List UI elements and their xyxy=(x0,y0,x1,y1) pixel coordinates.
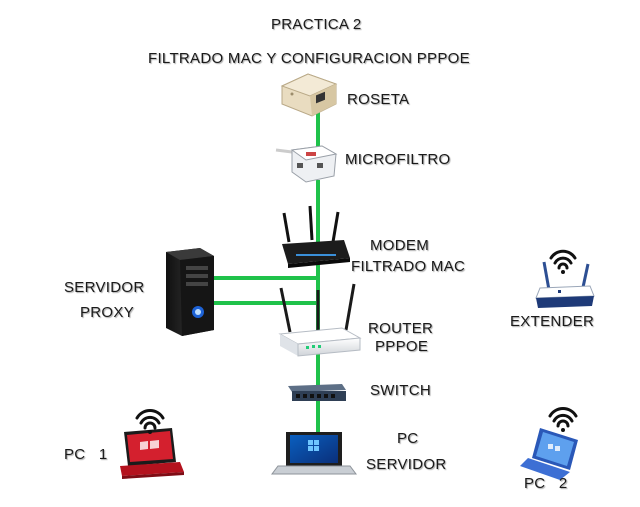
label-switch: SWITCH xyxy=(370,382,431,399)
label-extender: EXTENDER xyxy=(510,313,595,330)
wifi-dots xyxy=(148,270,565,434)
label-servidor: SERVIDOR xyxy=(64,279,145,296)
label-router: ROUTER xyxy=(368,320,434,337)
router-icon xyxy=(278,283,362,357)
label-pc1: PC 1 xyxy=(64,446,108,463)
title-line1: PRACTICA 2 xyxy=(271,16,362,33)
label-pc-servidor-pc: PC xyxy=(397,430,419,447)
switch-icon xyxy=(288,384,346,401)
label-microfiltro: MICROFILTRO xyxy=(345,151,451,168)
title-line2: FILTRADO MAC Y CONFIGURACION PPPOE xyxy=(148,50,470,67)
label-roseta: ROSETA xyxy=(347,91,410,108)
label-pc-servidor: SERVIDOR xyxy=(366,456,447,473)
wifi-extender-icon xyxy=(535,261,595,308)
laptop-icon xyxy=(271,432,357,475)
server-tower-icon xyxy=(166,248,214,336)
modem-icon xyxy=(282,205,350,268)
label-modem: MODEM xyxy=(370,237,429,254)
label-pppoe: PPPOE xyxy=(375,338,429,355)
label-filtrado-mac: FILTRADO MAC xyxy=(351,258,466,275)
wall-socket-icon xyxy=(280,73,338,117)
pc1-laptop-icon xyxy=(120,428,184,479)
wifi-icon xyxy=(135,249,578,430)
label-pc2: PC 2 xyxy=(524,475,568,492)
cable-lines xyxy=(212,106,320,434)
pc2-laptop-icon xyxy=(520,428,578,480)
microfilter-icon xyxy=(275,145,338,183)
label-proxy: PROXY xyxy=(80,304,135,321)
